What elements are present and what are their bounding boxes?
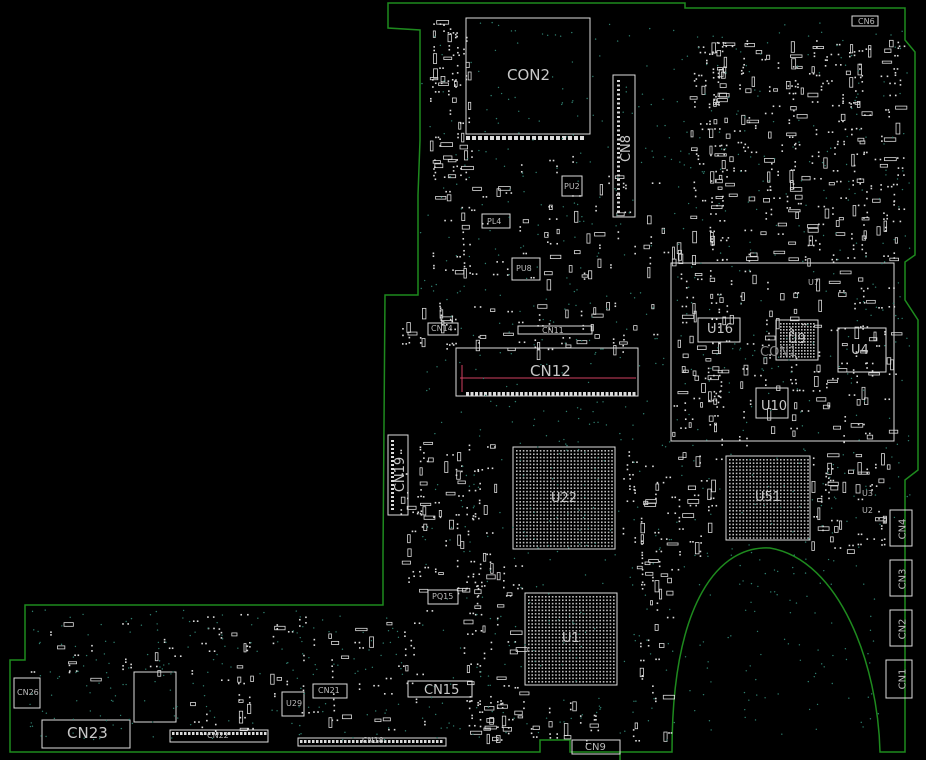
pq15-chip <box>427 589 459 605</box>
cn23-connector <box>41 719 131 749</box>
label-cn15: CN15 <box>424 683 460 698</box>
pl4-inductor <box>481 213 511 229</box>
label-cn11: CN11 <box>542 326 564 335</box>
cn2-connector <box>889 609 913 647</box>
cn18-connector <box>297 737 447 747</box>
con1-region <box>670 262 895 442</box>
label-u1: U1 <box>562 631 580 646</box>
pu2-chip <box>561 175 583 197</box>
board-outline <box>9 2 919 760</box>
label-u2: U2 <box>862 506 873 515</box>
label-u10: U10 <box>761 399 788 414</box>
label-cn18: CN18 <box>362 736 384 745</box>
label-u51: U51 <box>755 490 782 505</box>
label-cn21: CN21 <box>318 686 340 695</box>
cn8-connector <box>612 74 636 218</box>
cn4-connector <box>889 509 913 547</box>
cn11-connector <box>517 325 593 335</box>
label-cn19: CN19 <box>393 456 409 493</box>
label-pu8: PU8 <box>516 264 532 273</box>
label-u7: U7 <box>808 278 819 287</box>
u1-bga <box>524 592 618 686</box>
cn15-connector <box>407 680 473 698</box>
label-u16: U16 <box>707 322 734 337</box>
smd-pads <box>30 20 908 745</box>
cn3-connector <box>889 559 913 597</box>
label-cn2: CN2 <box>897 618 909 640</box>
cn26-connector <box>13 677 41 709</box>
u29-chip <box>281 691 305 717</box>
u9-chip <box>775 319 819 361</box>
label-cn8: CN8 <box>619 134 635 163</box>
u51-bga <box>725 455 811 541</box>
label-cn4: CN4 <box>897 518 909 540</box>
label-pu2: PU2 <box>564 182 580 191</box>
cn9-connector <box>571 739 621 755</box>
u10-chip <box>755 387 789 419</box>
label-cn23: CN23 <box>67 724 108 742</box>
label-cn6: CN6 <box>858 17 875 26</box>
cn21-connector <box>312 683 348 699</box>
label-cn9: CN9 <box>585 742 606 753</box>
label-u22: U22 <box>551 491 578 506</box>
ds1-block <box>133 671 177 723</box>
label-pl4: PL4 <box>487 217 502 226</box>
label-u4: U4 <box>851 343 869 358</box>
label-cn1: CN1 <box>897 668 909 690</box>
label-cn14: CN14 <box>431 324 453 333</box>
cn1-connector <box>885 659 913 699</box>
bga-balls <box>516 323 815 683</box>
u22-bga <box>512 446 616 550</box>
cn19-connector <box>387 434 409 516</box>
pu8-chip <box>511 257 541 281</box>
label-u29: U29 <box>286 699 303 708</box>
cn22-connector <box>169 729 269 743</box>
label-con2: CON2 <box>507 66 551 84</box>
label-cn22: CN22 <box>207 731 229 740</box>
cn6-connector <box>851 15 879 27</box>
u4-chip <box>837 327 887 373</box>
vias <box>29 21 911 741</box>
label-con1: CON1 <box>760 345 798 360</box>
label-cn26: CN26 <box>17 688 39 697</box>
label-cn12: CN12 <box>530 362 571 380</box>
cn14-connector <box>427 322 459 336</box>
label-cn3: CN3 <box>897 568 909 590</box>
label-u3: U3 <box>862 489 873 498</box>
label-pq15: PQ15 <box>432 592 454 601</box>
label-u9: U9 <box>788 332 806 347</box>
